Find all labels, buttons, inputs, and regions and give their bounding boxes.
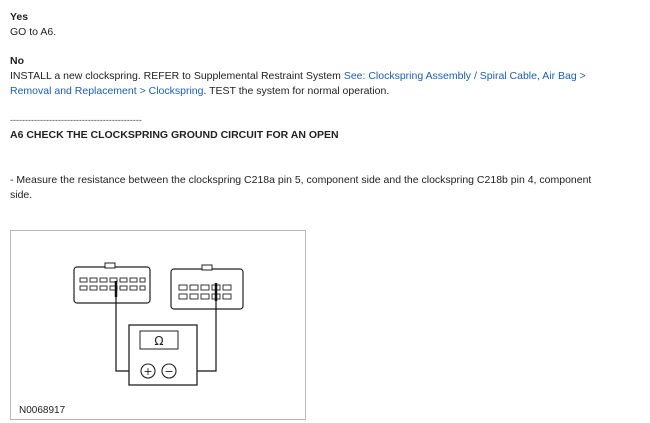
no-text-line-2: Removal and Replacement > Clockspring. T…	[10, 84, 389, 98]
ohmmeter: Ω + −	[128, 324, 198, 386]
step-instruction: - Measure the resistance between the clo…	[10, 174, 592, 201]
minus-symbol: −	[164, 365, 173, 378]
wiring-figure: Ω + − N0068917	[10, 230, 306, 420]
wiring-diagram: Ω + −	[73, 262, 244, 386]
yes-text: GO to A6.	[10, 26, 57, 38]
connector-c218b	[170, 264, 244, 310]
negative-terminal	[161, 363, 177, 379]
no-text-line-1: INSTALL a new clockspring. REFER to Supp…	[10, 69, 586, 83]
positive-terminal	[140, 363, 156, 379]
no-text-after: . TEST the system for normal operation.	[203, 85, 390, 97]
no-text-before: INSTALL a new clockspring. REFER to Supp…	[10, 70, 344, 82]
figure-code: N0068917	[19, 405, 66, 416]
test-probes	[114, 281, 218, 327]
connector-c218a	[73, 262, 151, 304]
clockspring-link-part-2[interactable]: Removal and Replacement > Clockspring	[10, 85, 204, 97]
ohm-symbol: Ω	[154, 334, 163, 348]
plus-symbol: +	[143, 365, 152, 378]
clockspring-link-part-1[interactable]: See: Clockspring Assembly / Spiral Cable…	[343, 70, 586, 82]
step-heading: A6 CHECK THE CLOCKSPRING GROUND CIRCUIT …	[10, 129, 339, 141]
separator-line: ----------------------------------------…	[10, 115, 142, 125]
yes-heading: Yes	[10, 11, 29, 23]
no-heading: No	[10, 55, 24, 67]
